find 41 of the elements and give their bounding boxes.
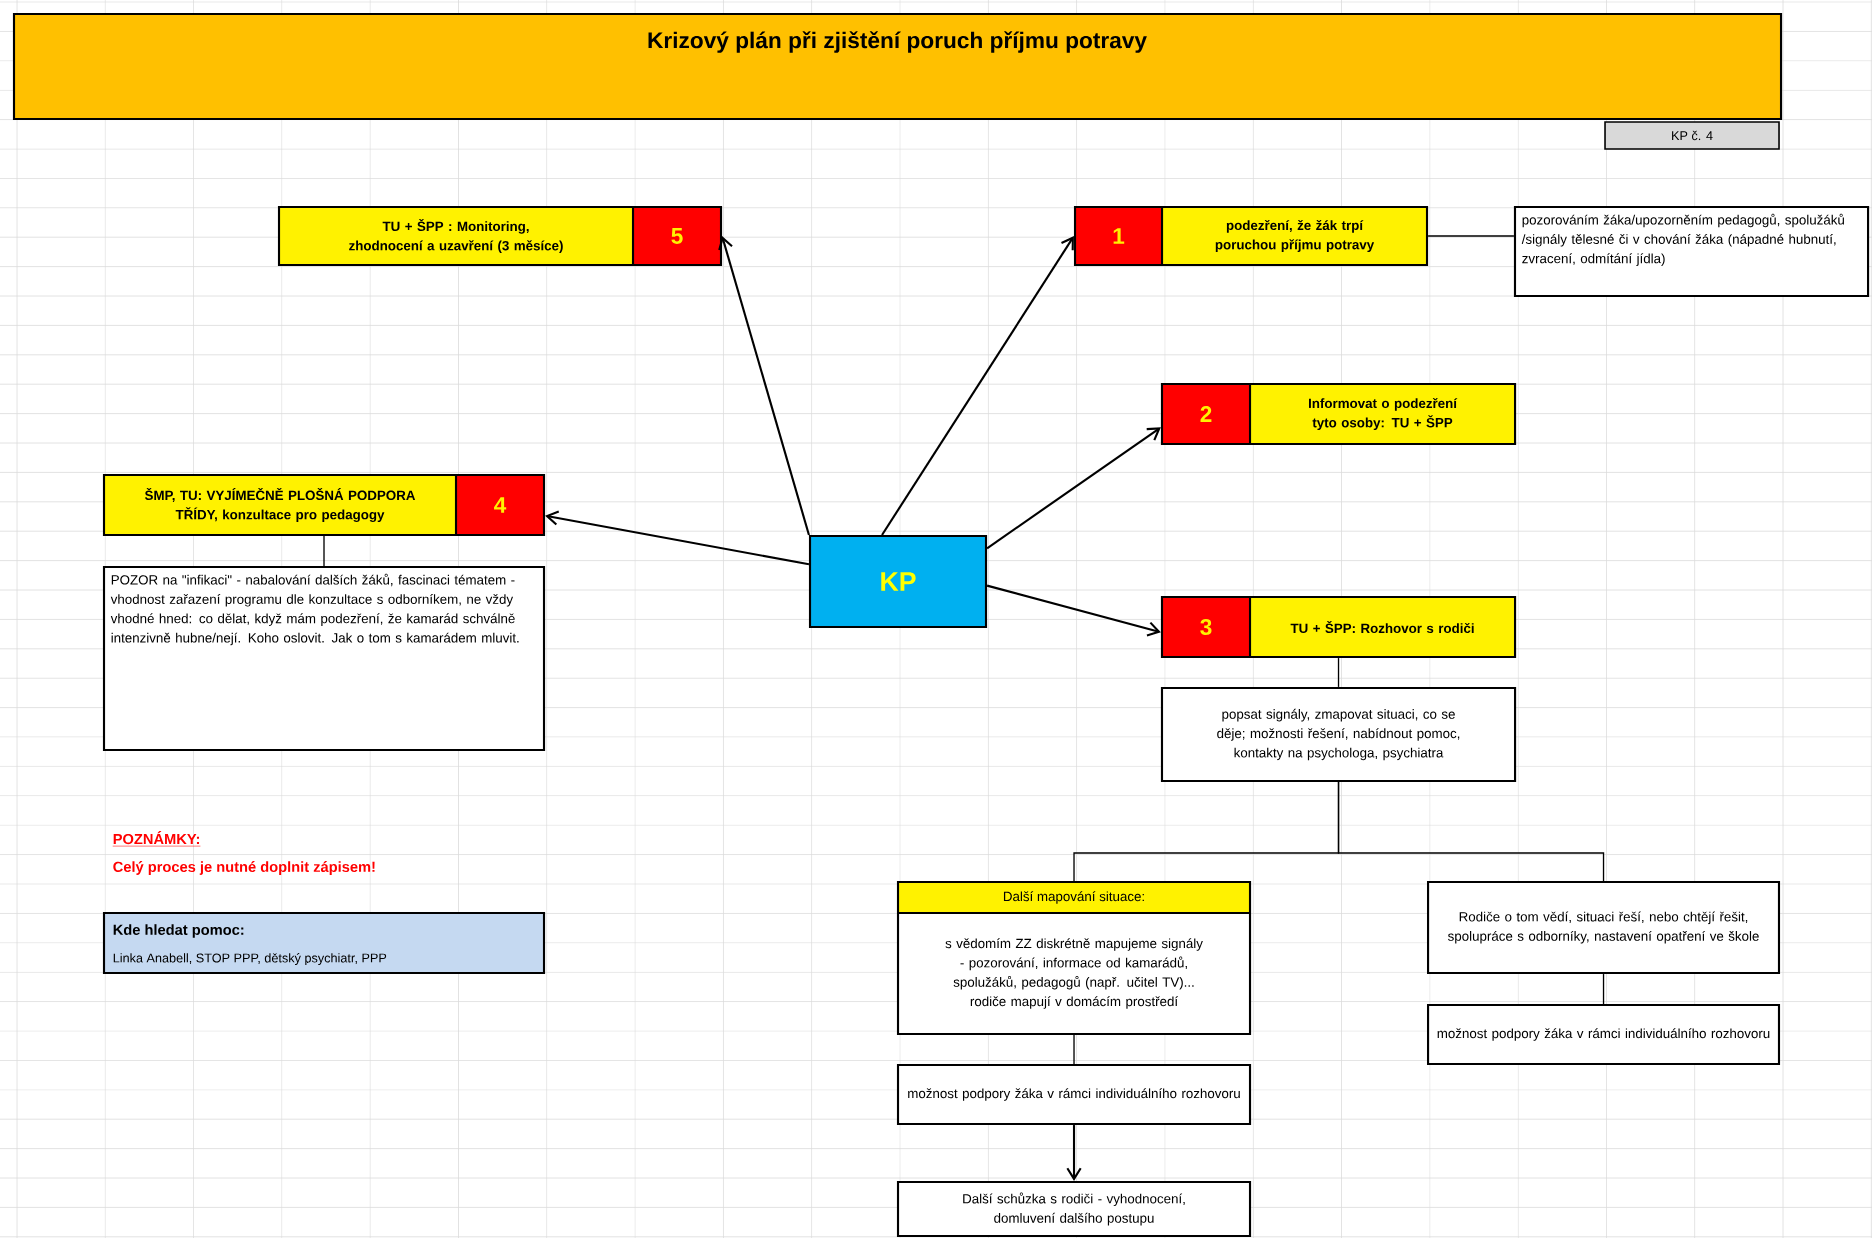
hub-box: KP — [808, 534, 988, 629]
arrow — [545, 510, 810, 566]
arrow — [881, 236, 1074, 536]
title-band: Krizový plán při zjištění poruch příjmu potravy — [12, 12, 1783, 121]
arrow — [986, 584, 1161, 637]
step-label: podezření, že žák trpí poruchou příjmu potravy — [1215, 219, 1375, 252]
arrow — [1066, 1125, 1082, 1181]
step-number: 4 — [494, 497, 507, 513]
connector-line — [1337, 657, 1340, 688]
step-box — [102, 473, 546, 537]
note-box: možnost podpory žáka v rámci individuálního rozhovoru — [896, 1064, 1252, 1126]
note-box: Rodiče o tom vědí, situaci řeší, nebo chtějí řešit, spolupráce s odborníky, nastavení opatření ve škole — [1427, 881, 1781, 975]
help-box: Kde hledat pomoc: Linka Anabell, STOP PPP, dětský psychiatr, PPP — [102, 911, 546, 975]
connector-line — [1337, 781, 1605, 882]
connector-line — [323, 535, 325, 567]
note-box: Další schůzka s rodiči - vyhodnocení, domluvení dalšího postupu — [896, 1180, 1252, 1238]
arrow — [986, 427, 1161, 550]
note-box: pozorováním žáka/upozorněním pedagogů, spolužáků /signály tělesné či v chování žáka (nápadné hubnutí, zvracení, odmítání jídla) — [1513, 205, 1870, 298]
note-box: možnost podpory žáka v rámci individuálního rozhovoru — [1427, 1004, 1781, 1066]
step-number: 5 — [671, 228, 683, 244]
connector-line — [1602, 973, 1605, 1005]
step-label: ŠMP, TU: VYJÍMEČNĚ PLOŠNÁ PODPORA TŘÍDY, konzultace pro pedagogy — [144, 487, 416, 523]
step-number: 1 — [1113, 228, 1125, 244]
step-box — [1160, 382, 1517, 446]
step-label: TU + ŠPP: Rozhovor s rodiči — [1290, 620, 1474, 634]
connector-line — [1073, 1034, 1075, 1065]
step-box — [277, 205, 723, 267]
step-number: 3 — [1200, 618, 1212, 636]
note-box: popsat signály, zmapovat situaci, co se děje; možnosti řešení, nabídnout pomoc, kontakty na psychologa, psychiatra — [1160, 686, 1517, 783]
note-box: POZOR na "infikaci" - nabalování dalších žáků, fascinaci tématem - vhodnost zařazení programu dle konzultace s odborníkem, ne vždy vhodné hned: co dělat, když mám podezření, že kamarád schválně intenzivně hubne/nejí. Koho oslovit. Jak o tom s kamarádem mluvit. — [102, 565, 546, 752]
arrow — [718, 236, 810, 536]
connector-line — [1427, 235, 1515, 237]
sheet-number-box: KP č. 4 — [1604, 121, 1780, 150]
step-label: TU + ŠPP : Monitoring, zhodnocení a uzavření (3 měsíce) — [349, 218, 563, 253]
step-box — [1073, 205, 1429, 267]
note-box: Další mapování situace: s vědomím ZZ diskrétně mapujeme signály - pozorování, informace od kamarádů, spolužáků, pedagogů (např. učitel TV)... rodiče mapují v domácím prostředí — [896, 880, 1252, 1036]
step-label: Informovat o podezření tyto osoby: TU + ŠPP — [1308, 398, 1458, 431]
note-text: Celý proces je nutné doplnit zápisem! — [113, 861, 375, 875]
step-box — [1160, 595, 1517, 659]
notes-heading: POZNÁMKY: — [112, 831, 201, 847]
step-number: 2 — [1200, 406, 1212, 422]
